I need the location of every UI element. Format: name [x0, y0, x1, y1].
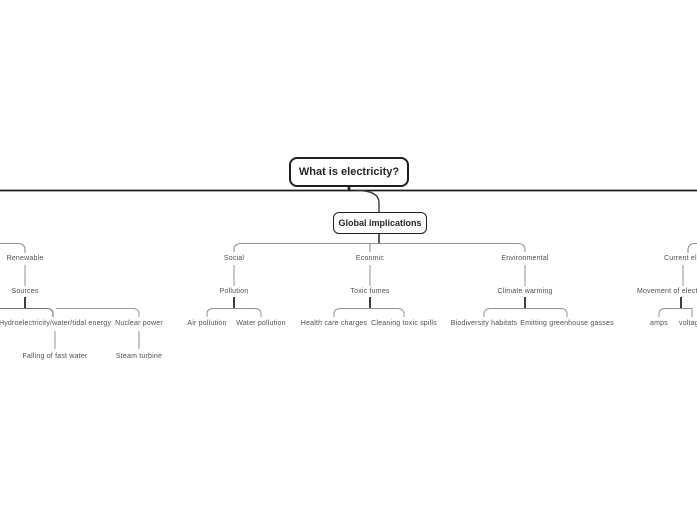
node-toxic-fumes[interactable]: Toxic fumes — [350, 288, 390, 295]
node-environmental[interactable]: Environmental — [501, 255, 549, 262]
connector-renewable-parent — [0, 242, 26, 253]
root-node[interactable]: What is electricity? — [289, 157, 409, 187]
node-pollution[interactable]: Pollution — [219, 288, 249, 295]
node-amps[interactable]: amps — [650, 320, 668, 327]
node-air-pollution[interactable]: Air pollution — [187, 320, 227, 327]
node-biodiversity-habitats[interactable]: Biodiversity habitats — [450, 320, 518, 327]
node-climate-warming[interactable]: Climate warming — [497, 288, 553, 295]
node-current-electricity[interactable]: Current electricity — [664, 255, 697, 262]
main-topic-node[interactable]: Global implications — [333, 212, 427, 234]
connector-current-parent — [687, 242, 697, 253]
node-hydroelectricity[interactable]: Hydroelectricity/water/tidal energy — [0, 320, 112, 327]
connector-sources-rail-right — [56, 308, 140, 317]
connector-climate-rail — [483, 308, 568, 317]
connector-global-child-rail — [233, 242, 526, 252]
node-falling-of-fast-water[interactable]: Falling of fast water — [22, 353, 88, 360]
node-emitting-greenhouse-gasses[interactable]: Emitting greenhouse gasses — [520, 320, 614, 327]
node-steam-turbine[interactable]: Steam turbine — [115, 353, 163, 360]
node-voltage[interactable]: voltage — [679, 320, 697, 327]
node-renewable[interactable]: Renewable — [6, 255, 44, 262]
node-health-care-charges[interactable]: Health care charges — [300, 320, 368, 327]
node-cleaning-toxic-spills[interactable]: Cleaning toxic spills — [371, 320, 437, 327]
node-sources[interactable]: Sources — [11, 288, 39, 295]
node-social[interactable]: Social — [223, 255, 245, 262]
node-movement-of-electrons[interactable]: Movement of electrons — [637, 288, 697, 295]
node-econmic[interactable]: Econmic — [355, 255, 385, 262]
node-water-pollution[interactable]: Water pollution — [236, 320, 286, 327]
node-nuclear-power[interactable]: Nuclear power — [115, 320, 163, 327]
connector-pollution-rail — [206, 308, 262, 317]
connector-toxicfumes-rail — [333, 308, 405, 317]
connector-sources-rail-left — [0, 307, 54, 317]
connector-movement-rail — [658, 308, 693, 317]
connector-root-to-global — [356, 189, 380, 212]
